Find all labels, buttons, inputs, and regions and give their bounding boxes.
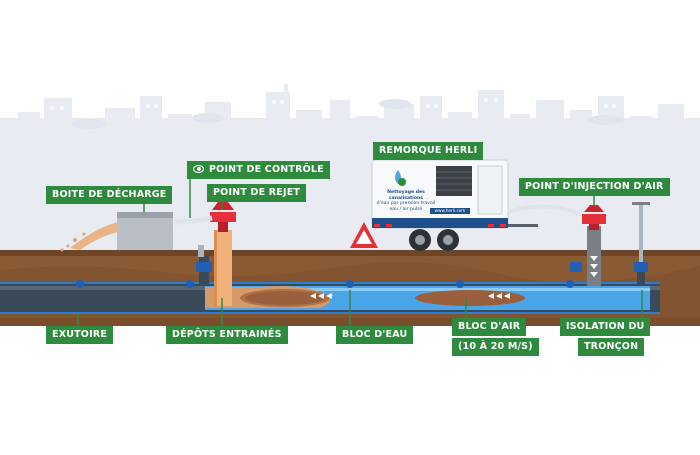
rejet-valve bbox=[210, 202, 236, 232]
air-block-left bbox=[245, 291, 325, 305]
label-boite-decharge: BOITE DE DÉCHARGE bbox=[46, 186, 173, 204]
label-point-rejet: POINT DE REJET bbox=[207, 184, 307, 202]
injection-side-valve bbox=[570, 262, 582, 272]
label-exutoire: EXUTOIRE bbox=[46, 326, 114, 344]
spray-drops bbox=[60, 232, 86, 252]
isolation-valve-cap bbox=[634, 262, 648, 272]
label-isolation-1: ISOLATION DU bbox=[560, 318, 651, 336]
label-point-controle-text: POINT DE CONTRÔLE bbox=[209, 164, 324, 175]
label-point-controle: POINT DE CONTRÔLE bbox=[187, 161, 330, 179]
city-windows bbox=[50, 98, 616, 110]
eye-icon bbox=[193, 164, 204, 173]
pipe-rim-top bbox=[0, 282, 660, 284]
flow-arrows bbox=[310, 293, 510, 299]
pipe-joints bbox=[76, 280, 574, 288]
ground-surface bbox=[0, 250, 700, 256]
pipe-rim-bottom bbox=[0, 312, 660, 314]
trailer-line-1: Nettoyage des canalisations bbox=[387, 190, 425, 201]
warning-triangle-icon bbox=[350, 222, 378, 248]
label-bloc-eau: BLOC D'EAU bbox=[336, 326, 414, 344]
air-hose bbox=[507, 204, 581, 216]
injection-valve bbox=[582, 205, 606, 230]
isolation-post-top bbox=[632, 202, 650, 205]
label-bloc-air-speed: (10 À 20 M/S) bbox=[452, 338, 539, 356]
rejet-pipe-edge bbox=[214, 230, 217, 306]
exutoire-valve-cap bbox=[196, 262, 212, 272]
isolation-post bbox=[639, 204, 643, 264]
herli-trailer bbox=[371, 159, 538, 251]
label-isolation-2: TRONÇON bbox=[578, 338, 645, 356]
label-remorque: REMORQUE HERLI bbox=[373, 142, 484, 160]
discharge-box bbox=[117, 212, 173, 250]
air-block-right bbox=[415, 290, 525, 306]
label-point-injection: POINT D'INJECTION D'AIR bbox=[519, 178, 670, 196]
rejet-pipe bbox=[214, 230, 232, 306]
label-depots: DÉPÔTS ENTRAINÉS bbox=[166, 326, 288, 344]
trailer-line-2: d'eau par pression travail bbox=[376, 201, 436, 207]
pipe-water-highlight bbox=[205, 288, 650, 291]
trailer-text: Nettoyage des canalisations d'eau par pr… bbox=[376, 190, 436, 212]
clouds bbox=[72, 99, 624, 129]
injection-arrows bbox=[590, 256, 598, 277]
exutoire-post bbox=[198, 245, 204, 257]
discharge-spray bbox=[70, 222, 118, 250]
discharge-box-top bbox=[117, 212, 173, 218]
control-hose bbox=[173, 215, 213, 225]
isolation-valve-stem bbox=[637, 272, 645, 286]
label-bloc-air: BLOC D'AIR bbox=[452, 318, 527, 336]
trailer-line-3: eau / air pulsé bbox=[389, 206, 423, 212]
trailer-website: www.herli.com bbox=[434, 207, 466, 213]
